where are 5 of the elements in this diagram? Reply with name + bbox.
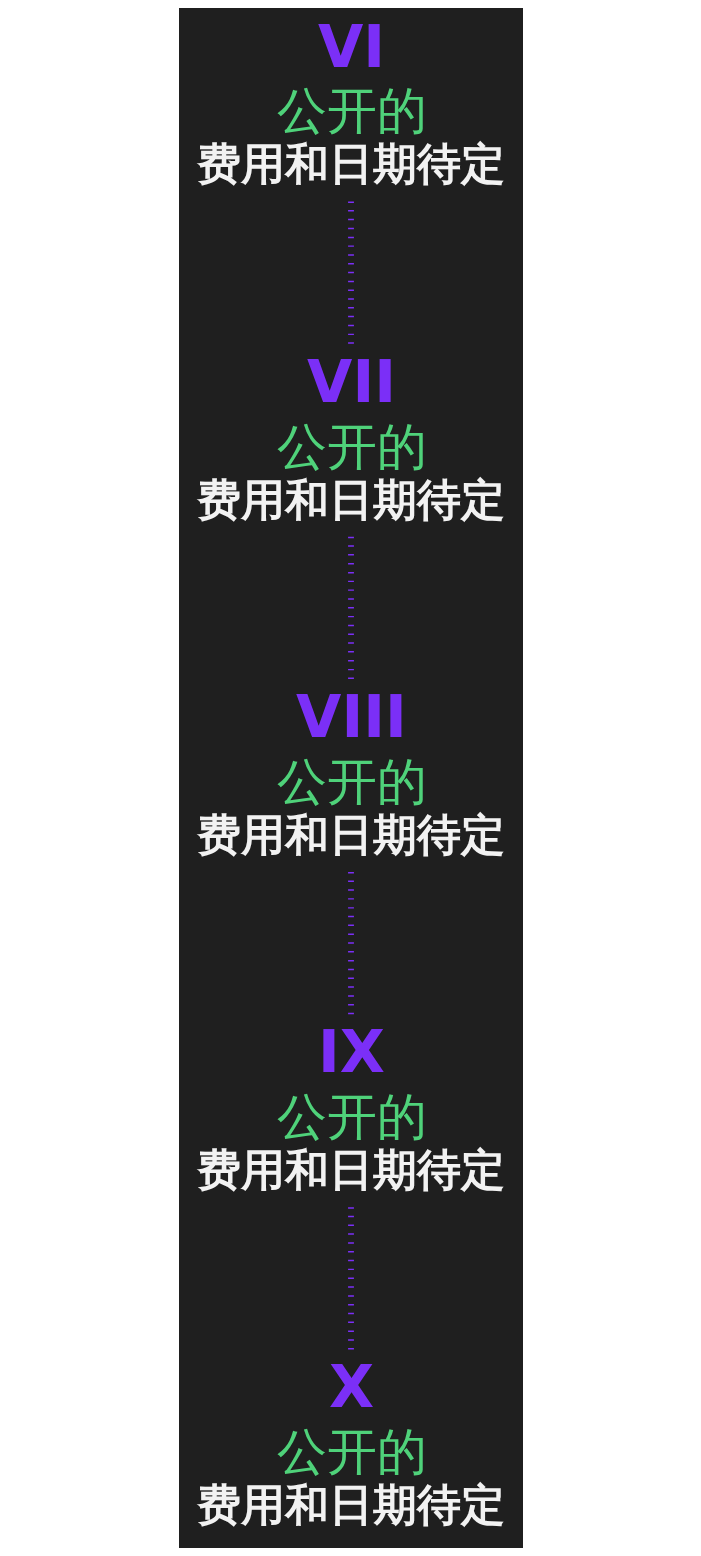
node-text: VI 公开的 费用和日期待定 xyxy=(196,12,505,190)
node-text: VII 公开的 费用和日期待定 xyxy=(196,347,505,525)
node-text: X 公开的 费用和日期待定 xyxy=(196,1353,505,1531)
node-text: VIII 公开的 费用和日期待定 xyxy=(196,683,505,860)
node-text: IX 公开的 费用和日期待定 xyxy=(196,1018,505,1195)
